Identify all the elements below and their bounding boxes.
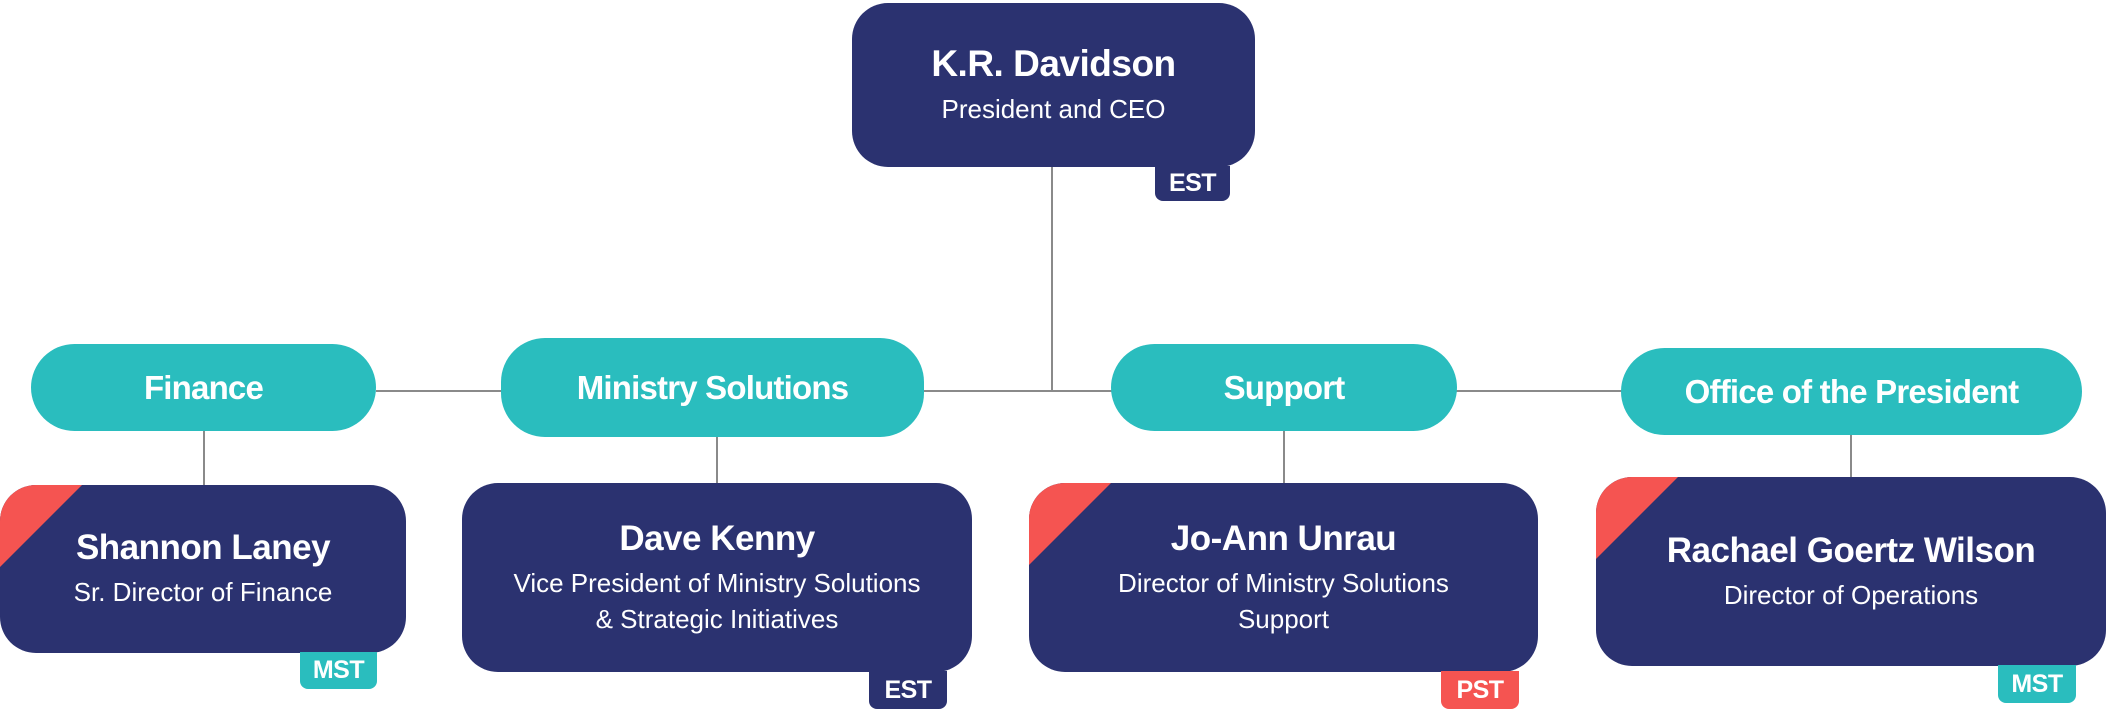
timezone-badge: MST <box>1998 665 2076 703</box>
finance-connector <box>203 431 205 485</box>
support-connector <box>1283 431 1285 483</box>
department-ministry-solutions[interactable]: Ministry Solutions <box>501 338 924 437</box>
person-title: Sr. Director of Finance <box>73 577 333 607</box>
person-card-dave-kenny[interactable]: Dave Kenny Vice President of Ministry So… <box>462 483 972 672</box>
title-line: & Strategic Initiatives <box>595 603 839 634</box>
new-marker <box>1029 483 1111 565</box>
title-line: Vice President of Ministry Solutions <box>513 567 921 598</box>
timezone-badge: EST <box>1155 166 1230 201</box>
office-connector <box>1850 435 1852 477</box>
person-card-shannon-laney[interactable]: Shannon Laney Sr. Director of Finance <box>0 485 406 653</box>
department-connector <box>376 390 1626 392</box>
new-marker <box>0 485 82 567</box>
ceo-connector <box>1051 167 1053 392</box>
person-card-jo-ann-unrau[interactable]: Jo-Ann Unrau Director of Ministry Soluti… <box>1029 483 1538 672</box>
ministry-connector <box>716 437 718 483</box>
person-name: Shannon Laney <box>75 528 331 567</box>
person-title: Vice President of Ministry Solutions & S… <box>513 565 920 637</box>
timezone-badge: MST <box>300 652 377 689</box>
new-marker <box>1596 477 1678 559</box>
department-finance[interactable]: Finance <box>31 344 376 431</box>
title-line: Support <box>1237 603 1330 634</box>
person-name: Jo-Ann Unrau <box>1170 518 1397 558</box>
person-name: Rachael Goertz Wilson <box>1666 530 2036 570</box>
person-title: Director of Operations <box>1723 579 1979 610</box>
person-title: Director of Ministry Solutions Support <box>1118 565 1449 637</box>
department-support[interactable]: Support <box>1111 344 1457 431</box>
person-title: President and CEO <box>941 94 1166 124</box>
ceo-card[interactable]: K.R. Davidson President and CEO <box>852 3 1255 167</box>
department-office-of-the-president[interactable]: Office of the President <box>1621 348 2082 435</box>
person-name: Dave Kenny <box>619 518 815 558</box>
timezone-badge: PST <box>1441 671 1519 709</box>
person-card-rachael-goertz-wilson[interactable]: Rachael Goertz Wilson Director of Operat… <box>1596 477 2106 666</box>
timezone-badge: EST <box>869 671 947 709</box>
title-line: Director of Ministry Solutions <box>1118 567 1449 598</box>
person-name: K.R. Davidson <box>931 43 1176 84</box>
